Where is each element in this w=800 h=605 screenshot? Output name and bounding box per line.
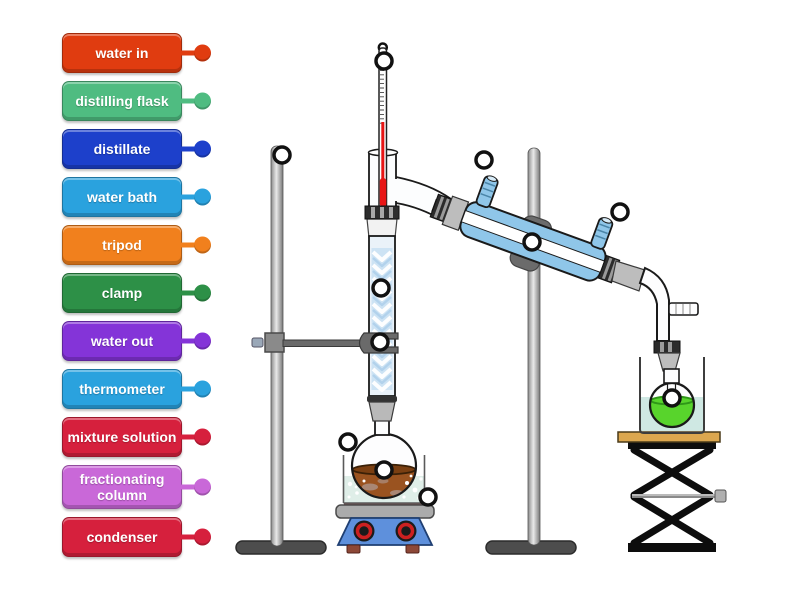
jack-scissor-arms — [630, 446, 714, 547]
label-connector-stub — [180, 534, 196, 540]
adapter-bend-tube — [638, 266, 670, 342]
answer-marker[interactable] — [370, 332, 390, 352]
adapter-joint-band — [653, 340, 681, 354]
label-tripod[interactable]: tripod — [62, 225, 211, 265]
thermometer-fluid-column — [381, 122, 385, 184]
label-connector-stub — [180, 242, 196, 248]
hotplate-foot — [346, 544, 361, 554]
receiver-adapter — [611, 260, 699, 392]
answer-marker[interactable] — [662, 388, 682, 408]
bath-bubbles — [347, 474, 423, 500]
label-text: distilling flask — [75, 93, 169, 109]
water-bath-walls — [342, 455, 426, 504]
answer-marker[interactable] — [272, 145, 292, 165]
label-text: mixture solution — [67, 429, 177, 445]
answer-marker[interactable] — [418, 487, 438, 507]
label-connector-dot — [194, 528, 211, 546]
label-mixture-solution[interactable]: mixture solution — [62, 417, 211, 457]
jack-bottom-bar — [628, 543, 716, 552]
label-water-out[interactable]: water out — [62, 321, 211, 361]
clamp-bolt[interactable] — [251, 337, 264, 348]
label-connector-stub — [180, 98, 196, 104]
clamp-arm — [282, 339, 366, 347]
label-connector-dot — [194, 92, 211, 110]
jack-knob[interactable] — [714, 489, 727, 503]
label-distillate[interactable]: distillate — [62, 129, 211, 169]
label-text: water bath — [86, 189, 157, 205]
label-connector-dot — [194, 284, 211, 302]
beaker — [639, 357, 705, 434]
ground-glass-joint — [368, 401, 396, 422]
answer-marker[interactable] — [474, 150, 494, 170]
label-connector-dot — [194, 428, 211, 446]
label-list: water in distilling flask distillate water … — [62, 33, 211, 557]
answer-marker[interactable] — [374, 51, 394, 71]
label-connector-dot — [194, 44, 211, 62]
label-connector-dot — [194, 380, 211, 398]
vent-barb — [668, 302, 699, 316]
answer-marker[interactable] — [610, 202, 630, 222]
answer-marker[interactable] — [371, 278, 391, 298]
label-connector-stub — [180, 194, 196, 200]
label-text: thermometer — [79, 381, 165, 397]
label-connector-dot — [194, 236, 211, 254]
label-connector-stub — [180, 386, 196, 392]
label-distilling-flask[interactable]: distilling flask — [62, 81, 211, 121]
label-text: condenser — [86, 529, 158, 545]
label-thermometer[interactable]: thermometer — [62, 369, 211, 409]
label-water-in[interactable]: water in — [62, 33, 211, 73]
label-clamp[interactable]: clamp — [62, 273, 211, 313]
label-text: water in — [95, 45, 149, 61]
column-bottom-band — [367, 396, 397, 402]
hotplate-knob[interactable] — [395, 520, 417, 542]
answer-marker[interactable] — [374, 460, 394, 480]
stand-rod — [527, 147, 541, 546]
label-text: water out — [90, 333, 154, 349]
label-connector-dot — [194, 188, 211, 206]
jack-top-bar — [628, 442, 716, 449]
thermometer-bulb — [379, 178, 387, 207]
label-connector-stub — [180, 290, 196, 296]
retort-stand-right — [485, 147, 577, 555]
label-text: fractionating column — [79, 471, 165, 503]
label-water-bath[interactable]: water bath — [62, 177, 211, 217]
water-inlet-barb — [590, 217, 614, 250]
label-connector-dot — [194, 332, 211, 350]
answer-marker[interactable] — [522, 232, 542, 252]
receiver-neck — [663, 368, 680, 384]
label-connector-stub — [180, 434, 196, 440]
label-text: clamp — [101, 285, 143, 301]
adapter-cone-upper — [611, 260, 646, 292]
distilling-flask — [350, 418, 418, 500]
label-fractionating-column[interactable]: fractionating column — [62, 465, 211, 509]
label-text: distillate — [93, 141, 151, 157]
condenser-joint-band-left — [429, 193, 453, 223]
answer-markers — [272, 51, 682, 507]
water-outlet-barb — [475, 175, 499, 209]
hotplate-plate — [335, 504, 435, 519]
hotplate-stirrer — [335, 501, 435, 554]
label-connector-stub — [180, 146, 196, 152]
hotplate-body — [336, 517, 434, 546]
bosshead-clamp-left — [264, 332, 285, 353]
fractionating-column — [366, 218, 398, 422]
label-connector-dot — [194, 478, 211, 496]
lab-jack — [628, 442, 727, 552]
label-text: tripod — [102, 237, 142, 253]
thermometer — [377, 42, 389, 209]
label-connector-dot — [194, 140, 211, 158]
hotplate-knob[interactable] — [353, 520, 375, 542]
hotplate-foot — [405, 544, 420, 554]
answer-marker[interactable] — [338, 432, 358, 452]
label-condenser[interactable]: condenser — [62, 517, 211, 557]
label-connector-stub — [180, 484, 196, 490]
thermometer-adapter-band — [364, 205, 400, 220]
label-connector-stub — [180, 338, 196, 344]
label-connector-stub — [180, 50, 196, 56]
